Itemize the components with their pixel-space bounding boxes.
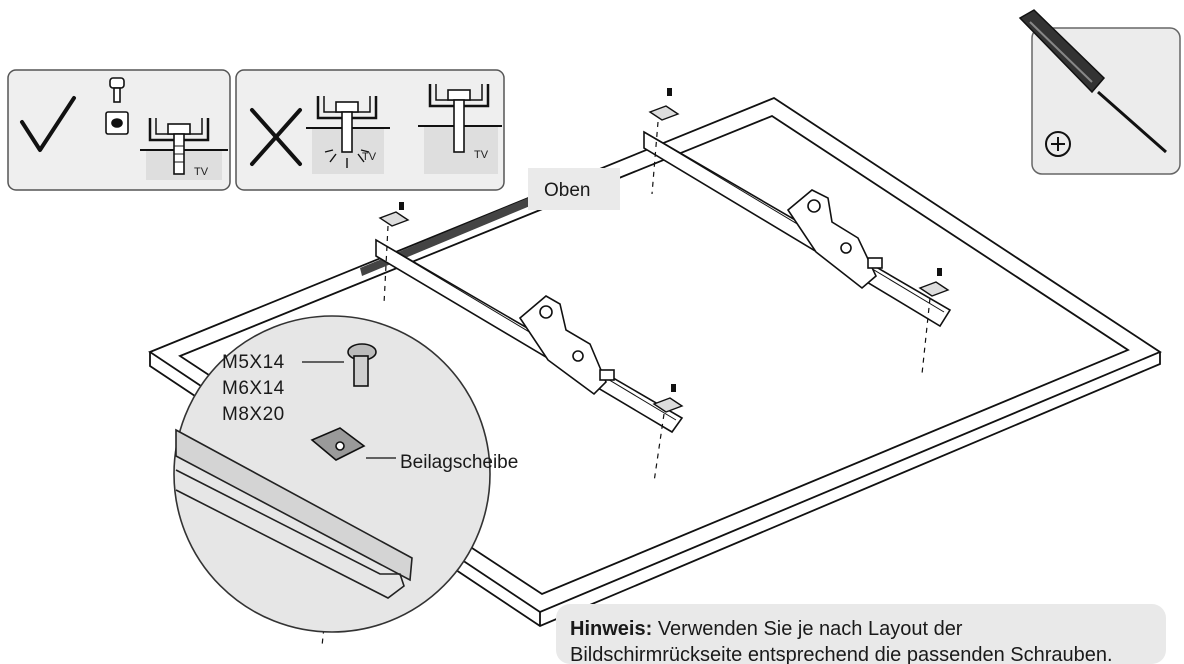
hint-text-2: Bildschirmrückseite entsprechend die pas… <box>570 644 1113 664</box>
left-mounting-rail <box>375 238 684 434</box>
washer-icon <box>310 427 366 461</box>
screw-icon <box>347 343 377 387</box>
hint-heading: Hinweis: <box>570 618 653 640</box>
detail-magnifier <box>173 315 491 633</box>
hint-note: Hinweis: Verwenden Sie je nach Layout de… <box>556 604 1166 664</box>
screw-size-1: M5X14 <box>222 352 285 373</box>
right-mounting-rail <box>643 130 952 328</box>
check-icon <box>20 96 76 152</box>
washer-label: Beilagscheibe <box>400 452 518 473</box>
screw-size-2: M6X14 <box>222 378 285 399</box>
top-label-box <box>528 168 620 210</box>
incorrect-panel: TV TV <box>235 69 505 191</box>
cross-icon <box>250 108 302 166</box>
screwdriver-icon <box>1018 9 1167 154</box>
rail-screws <box>399 88 942 392</box>
correct-panel: TV <box>7 69 231 191</box>
tv-label: TV <box>362 151 377 163</box>
hint-text: Verwenden Sie je nach Layout der <box>657 618 963 640</box>
screw-too-long-icon: TV <box>306 96 390 174</box>
bracket-tv-icon: TV <box>140 118 228 180</box>
top-label: Oben <box>544 180 590 201</box>
screw-too-short-icon: TV <box>418 84 502 174</box>
screw-size-3: M8X20 <box>222 404 285 425</box>
tool-panel <box>1018 9 1181 175</box>
phillips-icon <box>1045 131 1071 157</box>
screw-washer-icon <box>105 77 129 135</box>
tv-label: TV <box>194 166 209 178</box>
mounting-diagram: TV TV <box>7 9 1181 647</box>
rail-washers <box>378 105 950 413</box>
tv-label: TV <box>474 149 489 161</box>
